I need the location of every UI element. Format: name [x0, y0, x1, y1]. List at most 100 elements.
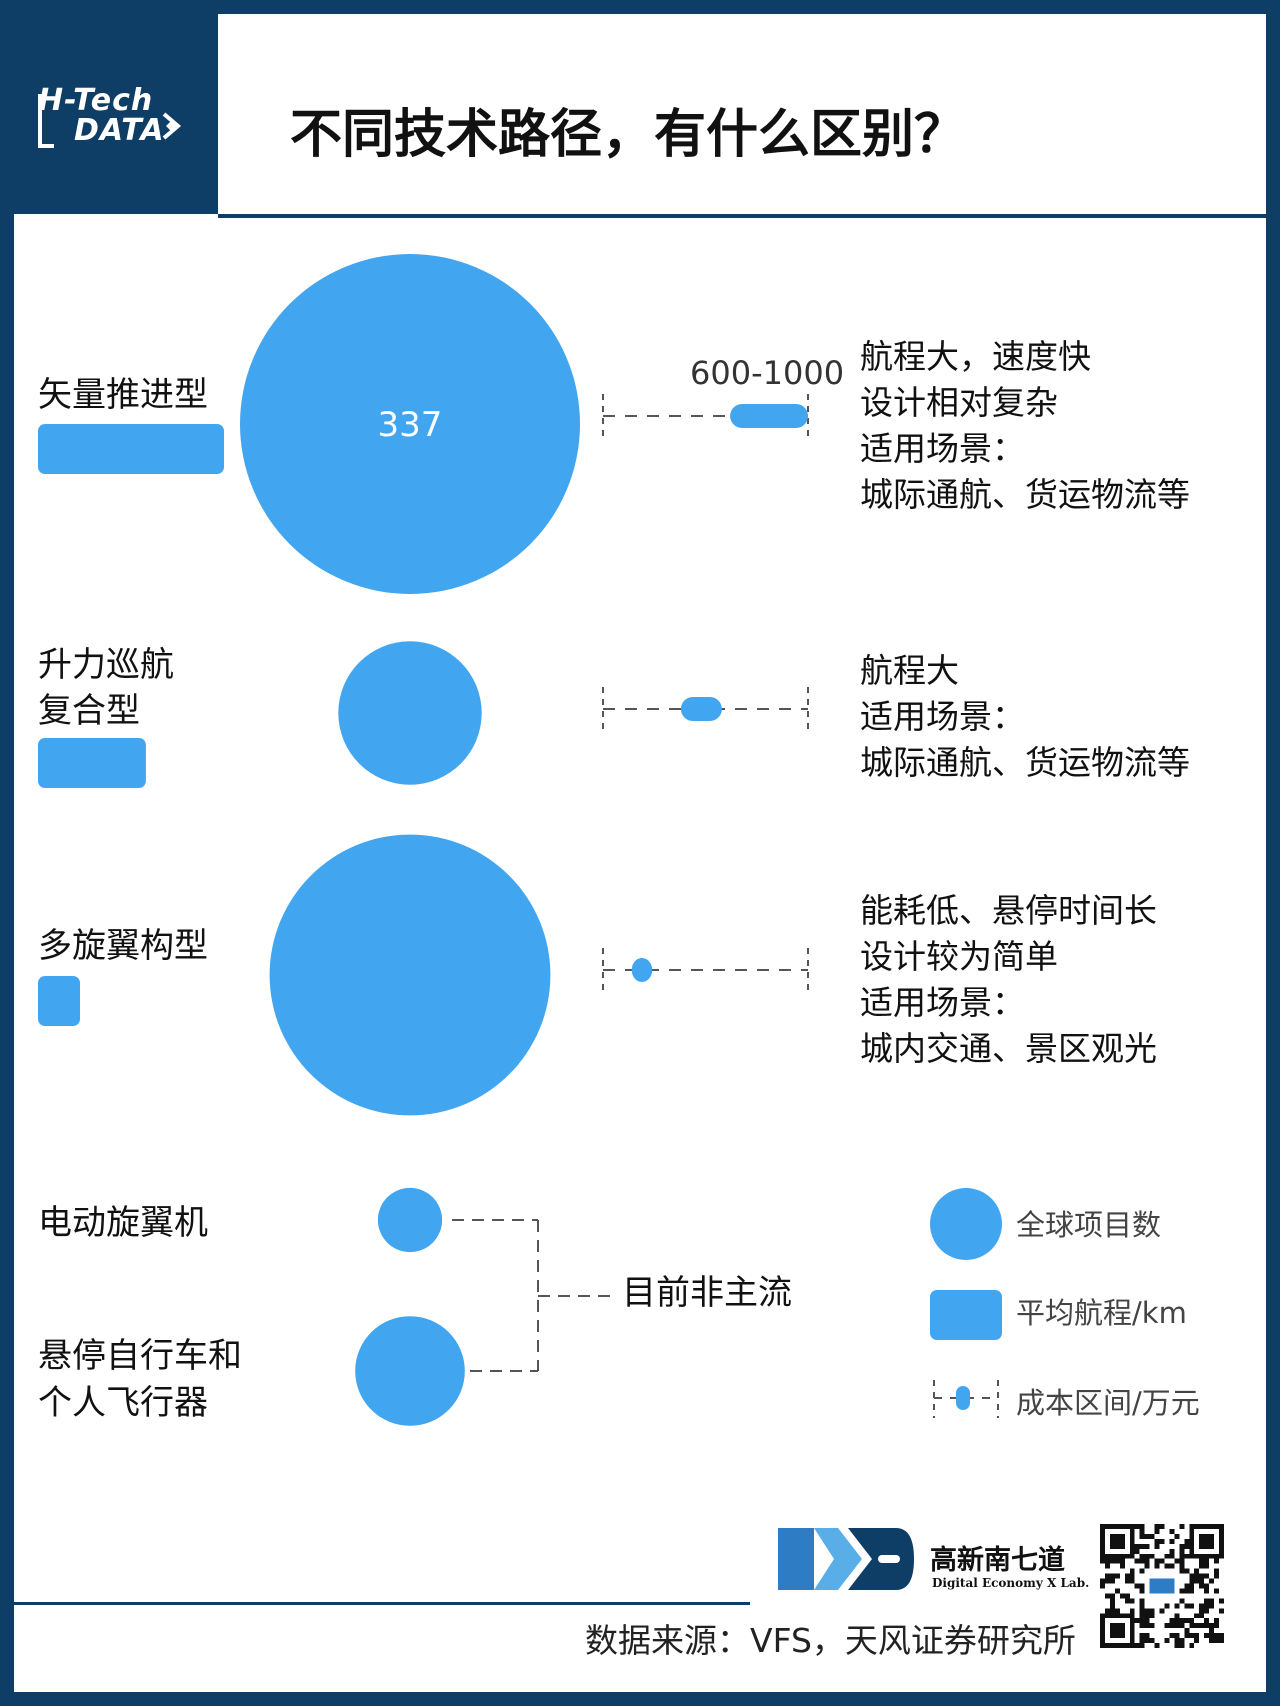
qr-module: [1194, 1633, 1200, 1639]
qr-module: [1214, 1618, 1220, 1624]
qr-module: [1104, 1573, 1110, 1579]
bubble-data-label: 337: [378, 405, 443, 445]
header-divider: [218, 214, 1266, 218]
qr-module: [1179, 1643, 1185, 1648]
qr-module: [1184, 1543, 1190, 1549]
qr-module: [1164, 1563, 1170, 1569]
qr-module: [1199, 1613, 1205, 1619]
qr-module: [1154, 1538, 1160, 1544]
qr-module: [1199, 1623, 1205, 1629]
qr-module: [1209, 1578, 1215, 1584]
qr-module: [1154, 1524, 1160, 1529]
project-count-bubble: [240, 254, 580, 594]
qr-module: [1179, 1558, 1185, 1564]
qr-module: [1169, 1623, 1175, 1629]
qr-module: [1184, 1633, 1190, 1639]
qr-module: [1214, 1633, 1220, 1639]
qr-module: [1179, 1553, 1185, 1559]
qr-module: [1189, 1633, 1195, 1639]
qr-module: [1204, 1563, 1210, 1569]
qr-module: [1134, 1618, 1140, 1624]
qr-module: [1139, 1633, 1145, 1639]
qr-module: [1184, 1628, 1190, 1634]
avg-range-bar: [38, 738, 146, 788]
qr-module: [1144, 1633, 1150, 1639]
qr-module: [1204, 1598, 1210, 1604]
qr-module: [1189, 1578, 1195, 1584]
legend-label-range: 平均航程/km: [1016, 1296, 1187, 1330]
legend-range-marker: [956, 1386, 970, 1410]
logo-panel: [0, 0, 218, 214]
qr-module: [1179, 1563, 1185, 1569]
brand-name-cn: 高新南七道: [930, 1545, 1065, 1576]
brand-name-en: Digital Economy X Lab.: [932, 1576, 1090, 1590]
qr-module: [1129, 1578, 1135, 1584]
qr-module: [1204, 1618, 1210, 1624]
qr-module: [1139, 1598, 1145, 1604]
qr-module: [1179, 1548, 1185, 1554]
qr-module: [1129, 1568, 1135, 1574]
cost-range-marker: [631, 958, 653, 982]
qr-module: [1174, 1533, 1180, 1539]
qr-module: [1134, 1558, 1140, 1564]
qr-module: [1139, 1558, 1145, 1564]
qr-module: [1139, 1533, 1145, 1539]
qr-module: [1169, 1618, 1175, 1624]
qr-module: [1204, 1573, 1210, 1579]
qr-module: [1199, 1578, 1205, 1584]
qr-module: [1139, 1553, 1145, 1559]
row-label-lift-cruise-1: 升力巡航: [38, 645, 174, 685]
qr-module: [1169, 1548, 1175, 1554]
qr-module: [1184, 1618, 1190, 1624]
row-desc-lift-cruise: 航程大 适用场景： 城际通航、货运物流等: [860, 648, 1190, 786]
qr-module: [1169, 1563, 1175, 1569]
qr-module: [1144, 1543, 1150, 1549]
legend-circle-icon: [930, 1188, 1002, 1260]
qr-module: [1100, 1578, 1105, 1584]
row-label-hoverbike-2: 个人飞行器: [38, 1383, 208, 1423]
qr-module: [1114, 1573, 1120, 1579]
qr-module: [1184, 1603, 1190, 1609]
qr-module: [1189, 1588, 1195, 1594]
desc-line: 设计较为简单: [860, 937, 1058, 976]
qr-module: [1194, 1638, 1200, 1644]
qr-module: [1214, 1558, 1220, 1564]
row-label-lift-cruise-2: 复合型: [38, 691, 140, 731]
qr-module: [1184, 1588, 1190, 1594]
qr-module: [1214, 1573, 1220, 1579]
qr-module: [1100, 1583, 1105, 1589]
qr-module: [1209, 1628, 1215, 1634]
qr-module: [1219, 1633, 1224, 1639]
qr-module: [1149, 1533, 1155, 1539]
qr-module: [1204, 1633, 1210, 1639]
qr-module: [1144, 1563, 1150, 1569]
qr-module: [1209, 1633, 1215, 1639]
desc-line: 城际通航、货运物流等: [860, 475, 1190, 514]
qr-module: [1159, 1608, 1165, 1614]
legend-label-count: 全球项目数: [1016, 1208, 1162, 1242]
qr-module: [1194, 1613, 1200, 1619]
qr-module: [1124, 1598, 1130, 1604]
qr-module: [1104, 1608, 1110, 1614]
qr-module: [1179, 1588, 1185, 1594]
qr-module: [1174, 1613, 1180, 1619]
qr-module: [1154, 1528, 1160, 1534]
qr-module: [1199, 1603, 1205, 1609]
qr-module: [1119, 1558, 1125, 1564]
qr-module: [1149, 1608, 1155, 1614]
qr-module: [1179, 1598, 1185, 1604]
qr-center: [1149, 1578, 1175, 1594]
qr-module: [1214, 1568, 1220, 1574]
qr-module: [1104, 1558, 1110, 1564]
qr-finder: [1109, 1623, 1125, 1639]
qr-module: [1154, 1563, 1160, 1569]
cost-range-label: 600-1000: [690, 354, 845, 392]
cost-range-marker: [730, 404, 808, 428]
qr-module: [1204, 1623, 1210, 1629]
legend-rect-icon: [930, 1290, 1002, 1340]
qr-module: [1184, 1583, 1190, 1589]
logo-text: H-Tech DATA: [38, 86, 165, 146]
qr-module: [1124, 1578, 1130, 1584]
desc-line: 航程大: [860, 651, 959, 690]
qr-module: [1194, 1568, 1200, 1574]
